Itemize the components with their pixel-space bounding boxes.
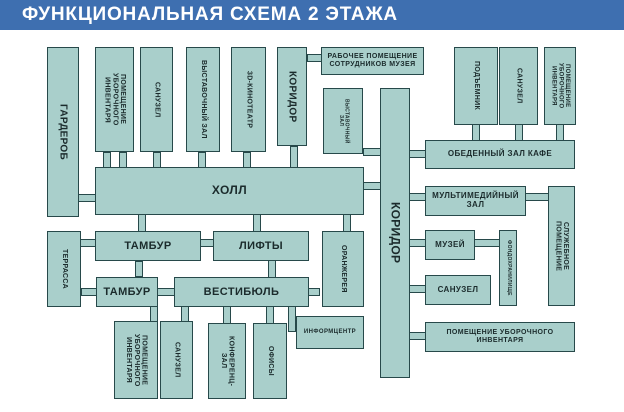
connector	[200, 239, 214, 247]
connector	[268, 258, 276, 278]
connector	[81, 288, 97, 296]
room-vestibyul: ВЕСТИБЮЛЬ	[174, 277, 309, 307]
connector	[363, 148, 381, 156]
room-sanuzel-corridor: САНУЗЕЛ	[425, 275, 491, 305]
connector	[409, 193, 426, 201]
connector	[363, 182, 381, 190]
room-sluzhebnoe-pomeshchenie: СЛУЖЕБНОЕ ПОМЕЩЕНИЕ	[548, 186, 575, 306]
connector	[80, 239, 96, 247]
room-koridor-main: КОРИДОР	[380, 88, 410, 378]
room-muzey: МУЗЕЙ	[425, 230, 475, 260]
connector	[119, 152, 127, 168]
connector	[409, 150, 426, 158]
room-obedenny-zal-kafe: ОБЕДЕННЫЙ ЗАЛ КАФЕ	[425, 140, 575, 169]
room-terrasa: ТЕРРАССА	[47, 231, 81, 307]
room-lifty: ЛИФТЫ	[213, 231, 309, 261]
connector	[153, 152, 161, 168]
room-tambur-lower: ТАМБУР	[96, 277, 158, 307]
connector	[525, 193, 549, 201]
room-tambur-upper: ТАМБУР	[95, 231, 201, 261]
room-holl: ХОЛЛ	[95, 167, 364, 215]
room-informtsentr: ИНФОРМЦЕНТР	[296, 316, 364, 349]
connector	[78, 194, 96, 202]
room-vystavochny-zal: ВЫСТАВОЧНЫЙ ЗАЛ	[186, 47, 220, 152]
connector	[308, 288, 320, 296]
connector	[223, 306, 231, 324]
room-sanuzel-bottom: САНУЗЕЛ	[160, 321, 193, 399]
connector	[474, 239, 500, 247]
connector	[157, 288, 175, 296]
connector	[135, 261, 143, 277]
connector	[343, 214, 351, 232]
room-pomeshchenie-uborochnogo-bottom: ПОМЕЩЕНИЕ УБОРОЧНОГО ИНВЕНТАРЯ	[114, 321, 158, 399]
connector	[150, 306, 158, 322]
room-garderob: ГАРДЕРОБ	[47, 47, 79, 217]
room-multimediyny-zal: МУЛЬТИМЕДИЙНЫЙ ЗАЛ	[425, 186, 526, 216]
connector	[243, 152, 251, 168]
connector	[103, 152, 111, 168]
header-bar: ФУНКЦИОНАЛЬНАЯ СХЕМА 2 ЭТАЖА	[0, 0, 624, 30]
room-pomeshchenie-uborochnogo-bottom-right: ПОМЕЩЕНИЕ УБОРОЧНОГО ИНВЕНТАРЯ	[425, 322, 575, 352]
connector	[409, 332, 426, 340]
connector	[409, 239, 426, 247]
connector	[181, 306, 189, 322]
room-sanuzel-right: САНУЗЕЛ	[499, 47, 538, 125]
connector	[288, 306, 296, 332]
connector	[266, 306, 274, 324]
room-vystavochny-zal-small: ВЫСТАВОЧНЫЙ ЗАЛ	[323, 88, 363, 154]
room-pomeshchenie-uborochnogo-inventarya: ПОМЕЩЕНИЕ УБОРОЧНОГО ИНВЕНТАРЯ	[95, 47, 134, 152]
connector	[138, 214, 146, 232]
connector	[253, 214, 261, 232]
room-pomeshchenie-uborochnogo-right: ПОМЕЩЕНИЕ УБОРОЧНОГО ИНВЕНТАРЯ	[544, 47, 576, 125]
room-koridor-top: КОРИДОР	[277, 47, 307, 146]
room-fondohranilishche: ФОНДОХРАНИЛИЩЕ	[499, 230, 517, 306]
room-rabochee-pomeshchenie: РАБОЧЕЕ ПОМЕЩЕНИЕ СОТРУДНИКОВ МУЗЕЯ	[321, 47, 424, 75]
room-ofisy: ОФИСЫ	[253, 323, 287, 399]
room-sanuzel: САНУЗЕЛ	[140, 47, 173, 152]
connector	[290, 146, 298, 168]
connector	[198, 152, 206, 168]
room-konferents-zal: КОНФЕРЕНЦ- ЗАЛ	[208, 323, 246, 399]
connector	[409, 285, 426, 293]
room-3d-kinoteatr: 3D-КИНОТЕАТР	[231, 47, 266, 152]
floor-plan-diagram: ГАРДЕРОБ ПОМЕЩЕНИЕ УБОРОЧНОГО ИНВЕНТАРЯ …	[0, 30, 624, 412]
room-podemnik: ПОДЪЕМНИК	[454, 47, 498, 125]
page-title: ФУНКЦИОНАЛЬНАЯ СХЕМА 2 ЭТАЖА	[22, 4, 398, 25]
room-oranzhereya: ОРАНЖЕРЕЯ	[322, 231, 364, 307]
